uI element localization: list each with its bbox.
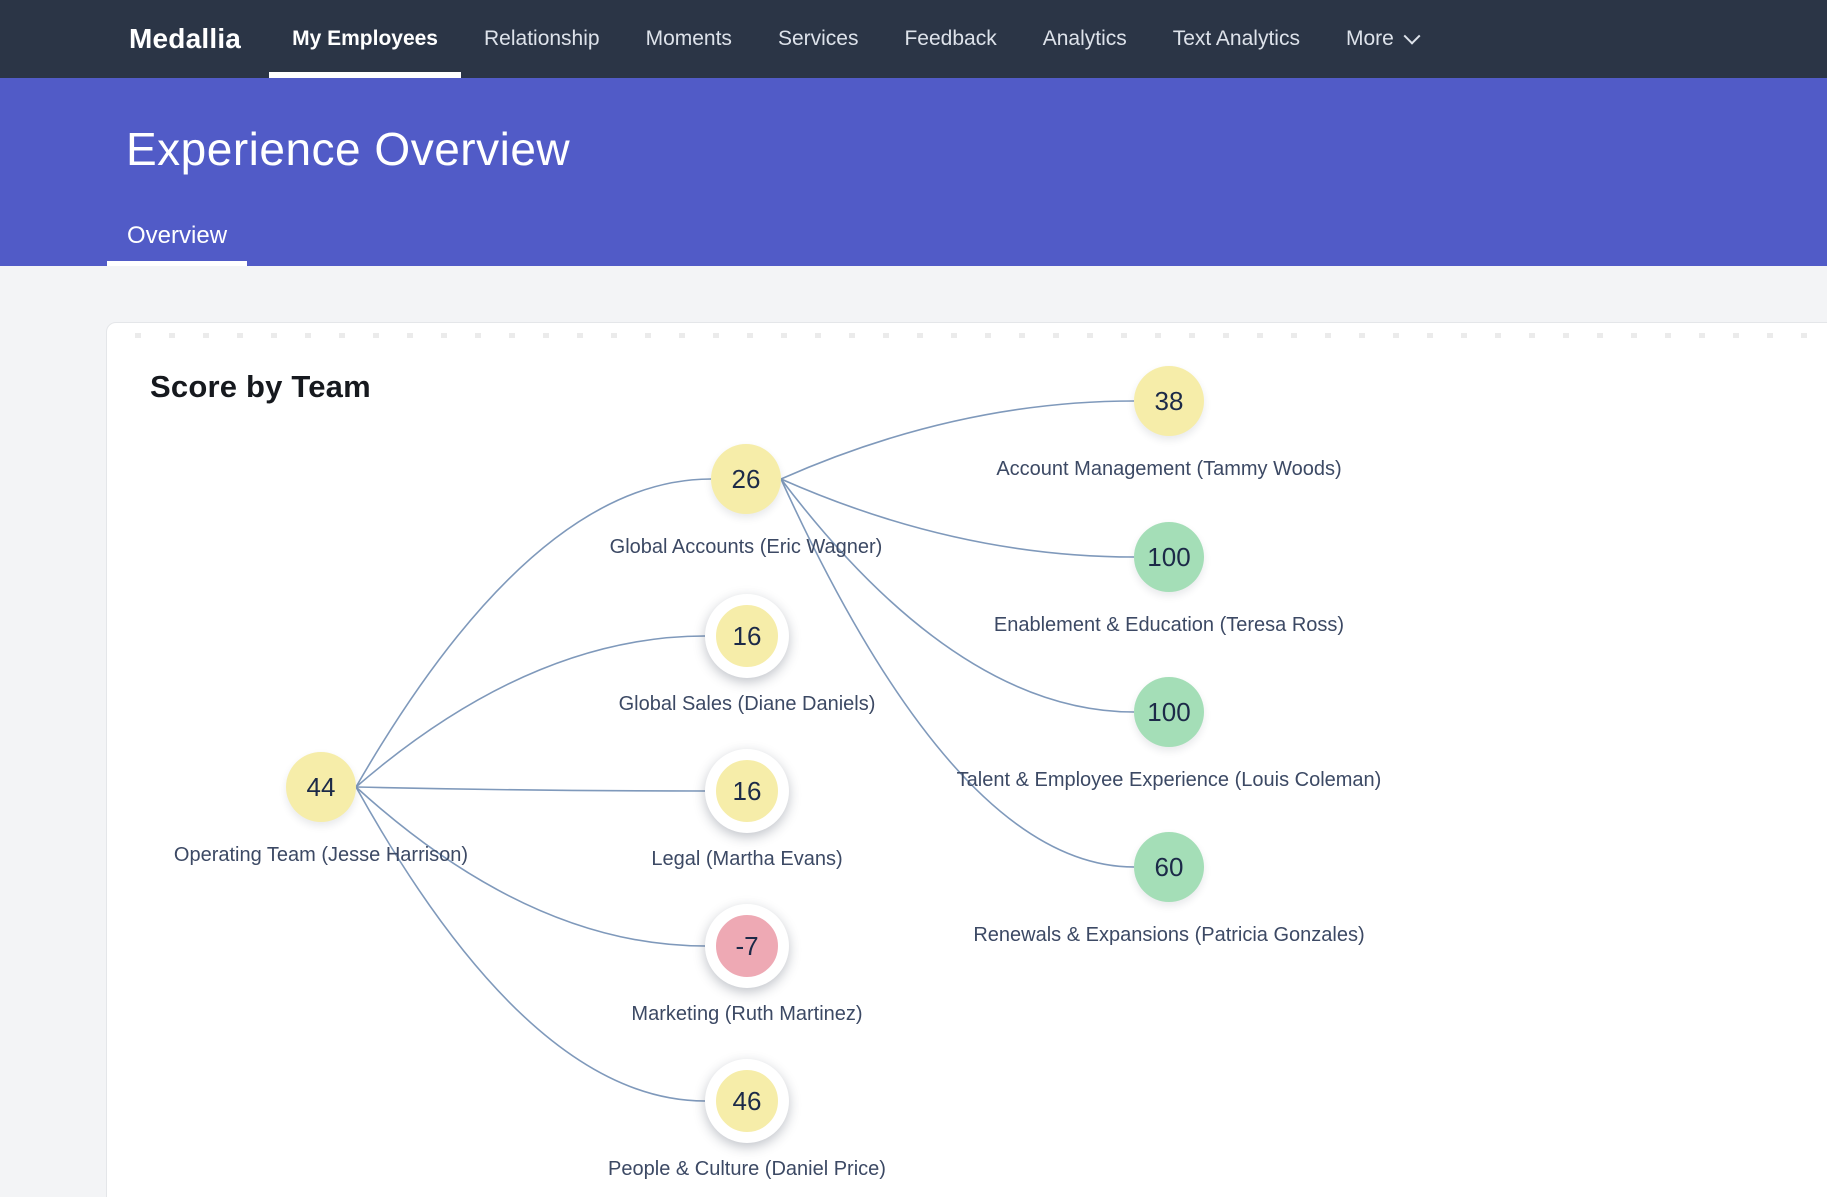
tree-edges-layer <box>355 400 1135 1102</box>
tree-node-talent-employee-experience-louis-coleman[interactable]: 100 <box>1134 677 1204 747</box>
page-header: Experience Overview Overview <box>0 78 1827 266</box>
nav-item-my-employees[interactable]: My Employees <box>269 0 461 78</box>
tree-node-value: 38 <box>1154 385 1184 416</box>
tree-node-label: Enablement & Education (Teresa Ross) <box>993 614 1345 636</box>
nav-item-more[interactable]: More <box>1323 0 1441 78</box>
tree-node-value: -7 <box>735 930 759 961</box>
tree-node-label: Legal (Martha Evans) <box>651 848 843 870</box>
tree-node-global-accounts-eric-wagner[interactable]: 26 <box>711 444 781 514</box>
tree-node-label: Talent & Employee Experience (Louis Cole… <box>956 769 1382 791</box>
tree-edge <box>355 786 706 1102</box>
tree-node-value: 16 <box>732 620 762 651</box>
nav-item-label: Moments <box>645 27 732 50</box>
medallia-logo: Medallia <box>129 23 242 54</box>
nav-item-text-analytics[interactable]: Text Analytics <box>1150 0 1323 78</box>
chevron-down-icon <box>1403 27 1421 45</box>
nav-item-feedback[interactable]: Feedback <box>881 0 1019 78</box>
tree-node-label: Global Sales (Diane Daniels) <box>618 693 876 715</box>
tree-node-operating-team-jesse-harrison[interactable]: 44 <box>286 752 356 822</box>
nav-item-label: My Employees <box>292 27 438 50</box>
card-drag-dots <box>135 333 1827 338</box>
tree-node-enablement-education-teresa-ross[interactable]: 100 <box>1134 522 1204 592</box>
tree-node-label: Operating Team (Jesse Harrison) <box>173 844 469 866</box>
tab-overview[interactable]: Overview <box>107 206 248 266</box>
nav-item-label: Analytics <box>1042 27 1127 50</box>
nav-item-label: Feedback <box>904 27 997 50</box>
nav-item-label: Services <box>777 27 859 50</box>
tree-node-value: 44 <box>306 771 336 802</box>
nav-items: My Employees Relationship Moments Services F… <box>269 0 1441 78</box>
tree-node-value: 100 <box>1147 696 1191 727</box>
tree-edge <box>355 786 706 792</box>
tree-node-global-sales-diane-daniels[interactable]: 16 <box>705 594 789 678</box>
top-navbar: Medallia My Employees Relationship Moments… <box>0 0 1827 78</box>
tree-edge <box>355 478 712 788</box>
nav-item-label: Relationship <box>484 27 600 50</box>
tree-node-label: People & Culture (Daniel Price) <box>608 1158 886 1180</box>
tree-node-renewals-expansions-patricia-gonzales[interactable]: 60 <box>1134 832 1204 902</box>
tree-node-people-culture-daniel-price[interactable]: 46 <box>705 1059 789 1143</box>
nav-item-analytics[interactable]: Analytics <box>1020 0 1150 78</box>
card-title: Score by Team <box>150 369 371 404</box>
tree-edge <box>780 478 1135 713</box>
nav-item-label: Text Analytics <box>1172 27 1300 50</box>
tree-node-legal-martha-evans[interactable]: 16 <box>705 749 789 833</box>
tree-node-label: Account Management (Tammy Woods) <box>996 458 1342 480</box>
tree-node-value: 16 <box>732 775 762 806</box>
nav-item-relationship[interactable]: Relationship <box>461 0 623 78</box>
nav-item-moments[interactable]: Moments <box>623 0 755 78</box>
tree-node-label: Marketing (Ruth Martinez) <box>631 1003 863 1025</box>
tree-node-value: 100 <box>1147 541 1191 572</box>
tree-node-value: 46 <box>732 1085 762 1116</box>
tree-node-account-management-tammy-woods[interactable]: 38 <box>1134 366 1204 436</box>
nav-item-services[interactable]: Services <box>755 0 882 78</box>
tree-node-label: Renewals & Expansions (Patricia Gonzales… <box>973 924 1365 946</box>
tree-node-label: Global Accounts (Eric Wagner) <box>609 536 883 558</box>
tree-node-value: 60 <box>1154 851 1184 882</box>
page-title: Experience Overview <box>126 123 571 175</box>
nav-item-label: More <box>1345 27 1394 50</box>
tree-node-marketing-ruth-martinez[interactable]: -7 <box>705 904 789 988</box>
tree-node-value: 26 <box>731 463 761 494</box>
